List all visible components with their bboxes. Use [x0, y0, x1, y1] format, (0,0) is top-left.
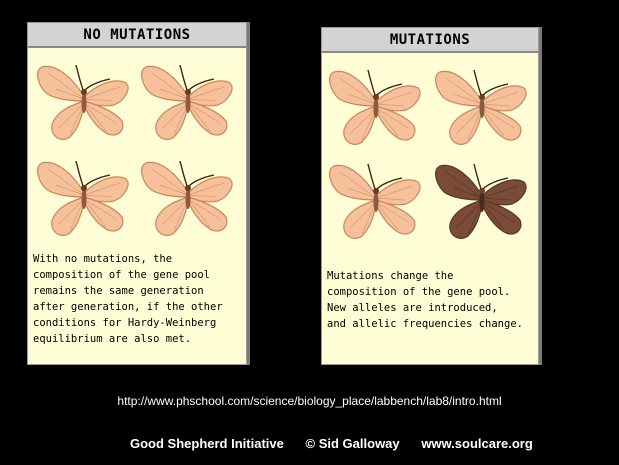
no-mutations-caption: With no mutations, the composition of th…: [33, 251, 223, 347]
mutant-butterfly-icon: [432, 158, 532, 248]
butterfly-icon: [34, 59, 134, 149]
footer: Good Shepherd Initiative © Sid Galloway …: [130, 436, 533, 451]
mutations-title: MUTATIONS: [322, 28, 538, 53]
footer-copyright: © Sid Galloway: [306, 436, 400, 451]
no-mutations-title: NO MUTATIONS: [28, 23, 246, 48]
butterfly-icon: [34, 155, 134, 245]
source-url: http://www.phschool.com/science/biology_…: [0, 394, 619, 408]
butterfly-icon: [138, 59, 238, 149]
footer-website: www.soulcare.org: [421, 436, 533, 451]
butterfly-icon: [326, 64, 426, 154]
butterfly-icon: [326, 158, 426, 248]
mutations-caption: Mutations change the composition of the …: [327, 268, 523, 332]
butterfly-icon: [432, 64, 532, 154]
mutations-panel: MUTATIONS Mutations change the compositi…: [321, 27, 539, 365]
no-mutations-panel: NO MUTATIONS With no mutations, the comp…: [27, 22, 247, 365]
footer-organization: Good Shepherd Initiative: [130, 436, 284, 451]
butterfly-icon: [138, 155, 238, 245]
